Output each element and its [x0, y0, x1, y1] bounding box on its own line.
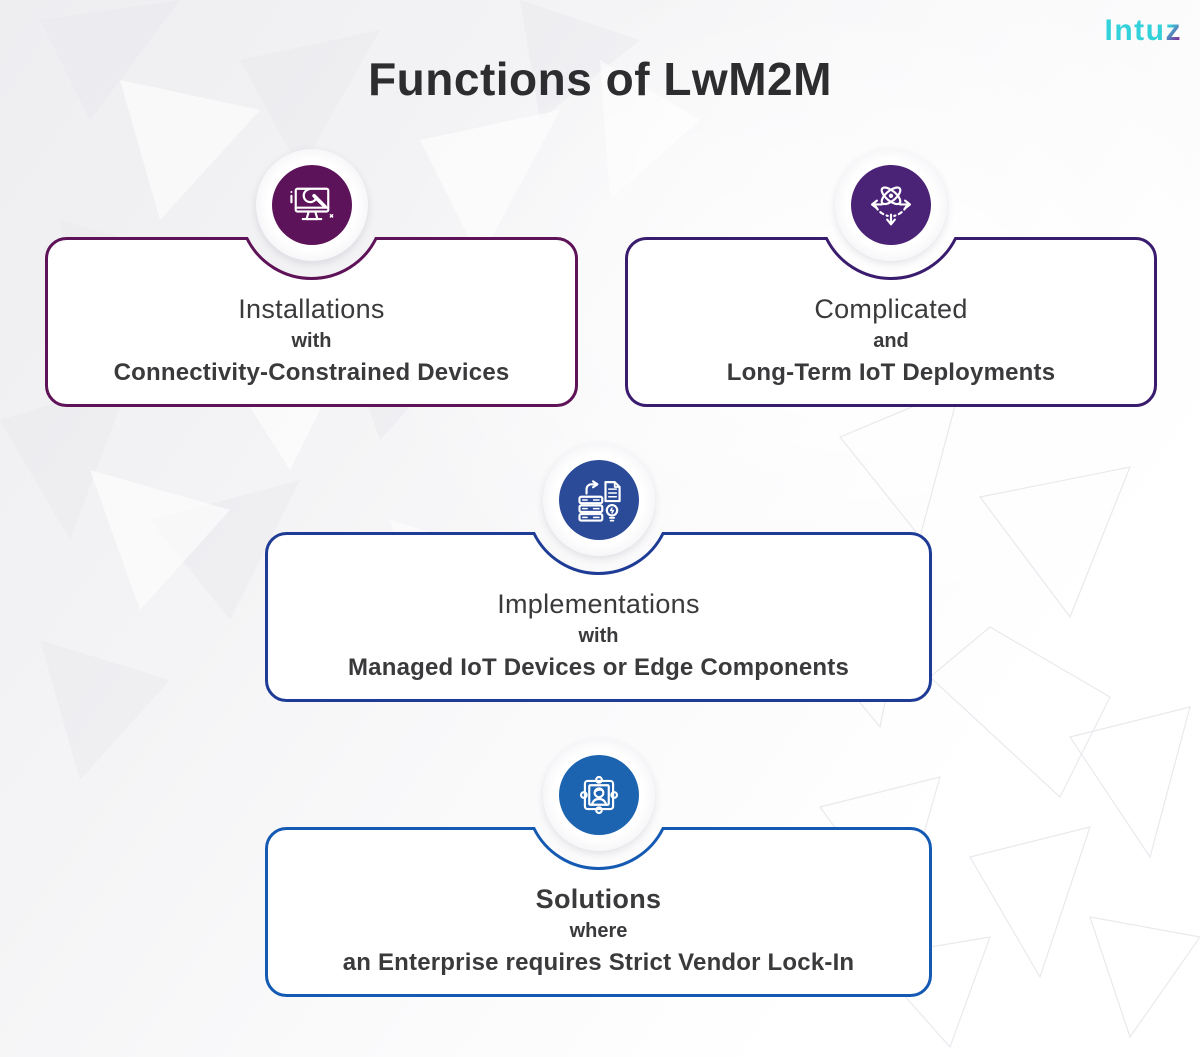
card-title: Installations: [238, 293, 385, 324]
brand-logo: Intuz: [1105, 16, 1182, 46]
person-puzzle-icon: [558, 755, 639, 835]
card-text-block: Implementations with Managed IoT Devices…: [265, 532, 932, 702]
badge-disc: [255, 149, 368, 261]
page-title: Functions of LwM2M: [368, 53, 832, 105]
card-title: Solutions: [535, 883, 662, 914]
card-connector: with: [291, 329, 332, 352]
badge-disc: [835, 149, 947, 261]
card-outline: [265, 532, 932, 702]
background-triangle-texture: [0, 0, 780, 880]
badge-disc: [542, 739, 655, 851]
card-installations: Installations with Connectivity-Constrai…: [45, 149, 578, 407]
card-connector: where: [569, 919, 628, 942]
brand-logo-accent-letter: z: [1165, 14, 1182, 47]
card-outline: [45, 237, 578, 407]
card-title: Complicated: [814, 293, 968, 324]
server-document-bulb-icon: [558, 460, 639, 540]
card-detail: Long-Term IoT Deployments: [726, 358, 1056, 386]
badge-disc: [542, 444, 655, 556]
card-text-block: Installations with Connectivity-Constrai…: [45, 237, 578, 407]
card-text-block: Complicated and Long-Term IoT Deployment…: [625, 237, 1157, 407]
card-complicated-deployments: Complicated and Long-Term IoT Deployment…: [625, 149, 1157, 407]
atom-arrows-icon: [851, 165, 931, 245]
card-outline: [265, 827, 932, 997]
card-title: Implementations: [497, 588, 700, 619]
card-detail: Managed IoT Devices or Edge Components: [347, 653, 850, 681]
card-connector: and: [873, 329, 909, 352]
card-outline: [625, 237, 1157, 407]
card-solutions-vendor-lock-in: Solutions where an Enterprise requires S…: [265, 739, 932, 997]
card-detail: Connectivity-Constrained Devices: [113, 358, 510, 386]
brand-logo-main: Intu: [1104, 14, 1166, 47]
card-detail: an Enterprise requires Strict Vendor Loc…: [342, 948, 855, 976]
card-text-block: Solutions where an Enterprise requires S…: [265, 827, 932, 997]
monitor-wrench-icon: [271, 165, 352, 245]
card-implementations: Implementations with Managed IoT Devices…: [265, 444, 932, 702]
card-connector: with: [578, 624, 619, 647]
